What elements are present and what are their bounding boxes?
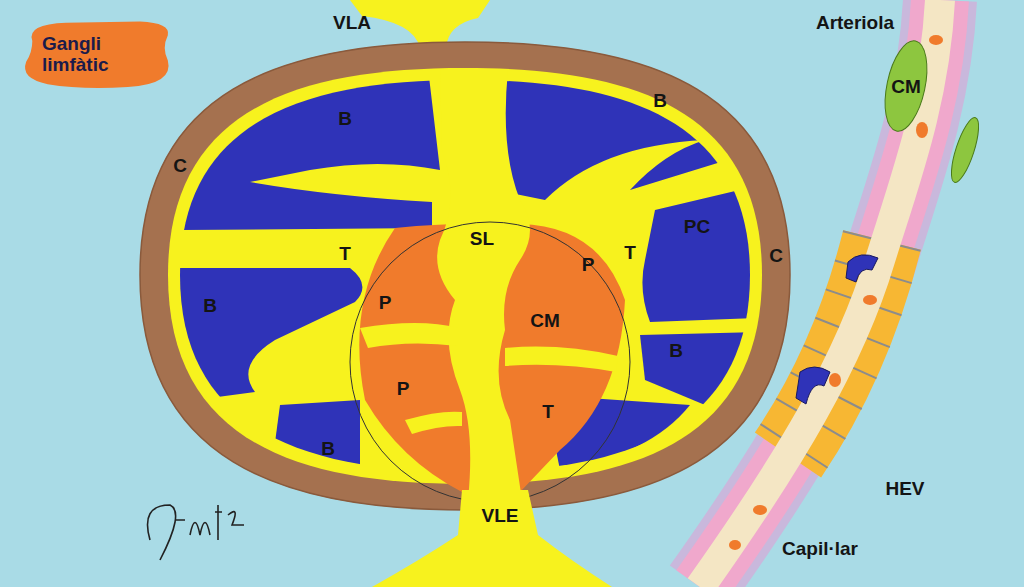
follicle bbox=[180, 68, 440, 230]
part-label: SL bbox=[470, 229, 494, 248]
follicle bbox=[640, 332, 760, 405]
paracortex bbox=[642, 185, 760, 322]
vessel-lumen bbox=[700, 0, 940, 587]
part-label: VLA bbox=[333, 13, 371, 32]
medullary-sinus bbox=[505, 347, 618, 372]
capsule bbox=[140, 42, 790, 510]
part-label: B bbox=[653, 91, 667, 110]
organ-blob-shape bbox=[25, 21, 169, 88]
part-label: P bbox=[582, 255, 595, 274]
part-label: B bbox=[203, 296, 217, 315]
signature bbox=[148, 505, 245, 560]
lymphocytes bbox=[796, 255, 878, 404]
part-label: P bbox=[397, 379, 410, 398]
part-label: CM bbox=[891, 77, 921, 96]
medullary-sinus bbox=[405, 412, 462, 434]
muscle-cell bbox=[946, 115, 984, 185]
part-label: C bbox=[769, 246, 783, 265]
follicle bbox=[175, 268, 362, 402]
part-label: B bbox=[321, 439, 335, 458]
vessel-wall bbox=[700, 0, 940, 587]
part-label: T bbox=[542, 402, 554, 421]
part-label: PC bbox=[684, 217, 710, 236]
part-label: C bbox=[173, 156, 187, 175]
part-label: Capil·lar bbox=[782, 539, 858, 558]
part-label: VLE bbox=[482, 506, 519, 525]
part-label: CM bbox=[530, 311, 560, 330]
vessel-wall bbox=[700, 0, 940, 587]
red-cells bbox=[729, 35, 943, 550]
efferent-vessel bbox=[372, 490, 612, 587]
muscle-cell bbox=[878, 37, 934, 135]
medullary-sinus bbox=[360, 323, 458, 348]
medullary-sinus bbox=[437, 70, 530, 500]
part-label: T bbox=[624, 243, 636, 262]
part-label: HEV bbox=[885, 479, 924, 498]
part-label: B bbox=[338, 109, 352, 128]
follicle bbox=[492, 68, 760, 200]
part-label: B bbox=[669, 341, 683, 360]
organ-name: Gangli limfàtic bbox=[42, 34, 152, 76]
part-label: T bbox=[339, 244, 351, 263]
follicle bbox=[270, 400, 360, 480]
organ-label-blob: Gangli limfàtic bbox=[20, 20, 174, 90]
medulla-outline bbox=[350, 222, 630, 502]
part-label: Arteriola bbox=[816, 13, 894, 32]
part-label: P bbox=[379, 293, 392, 312]
